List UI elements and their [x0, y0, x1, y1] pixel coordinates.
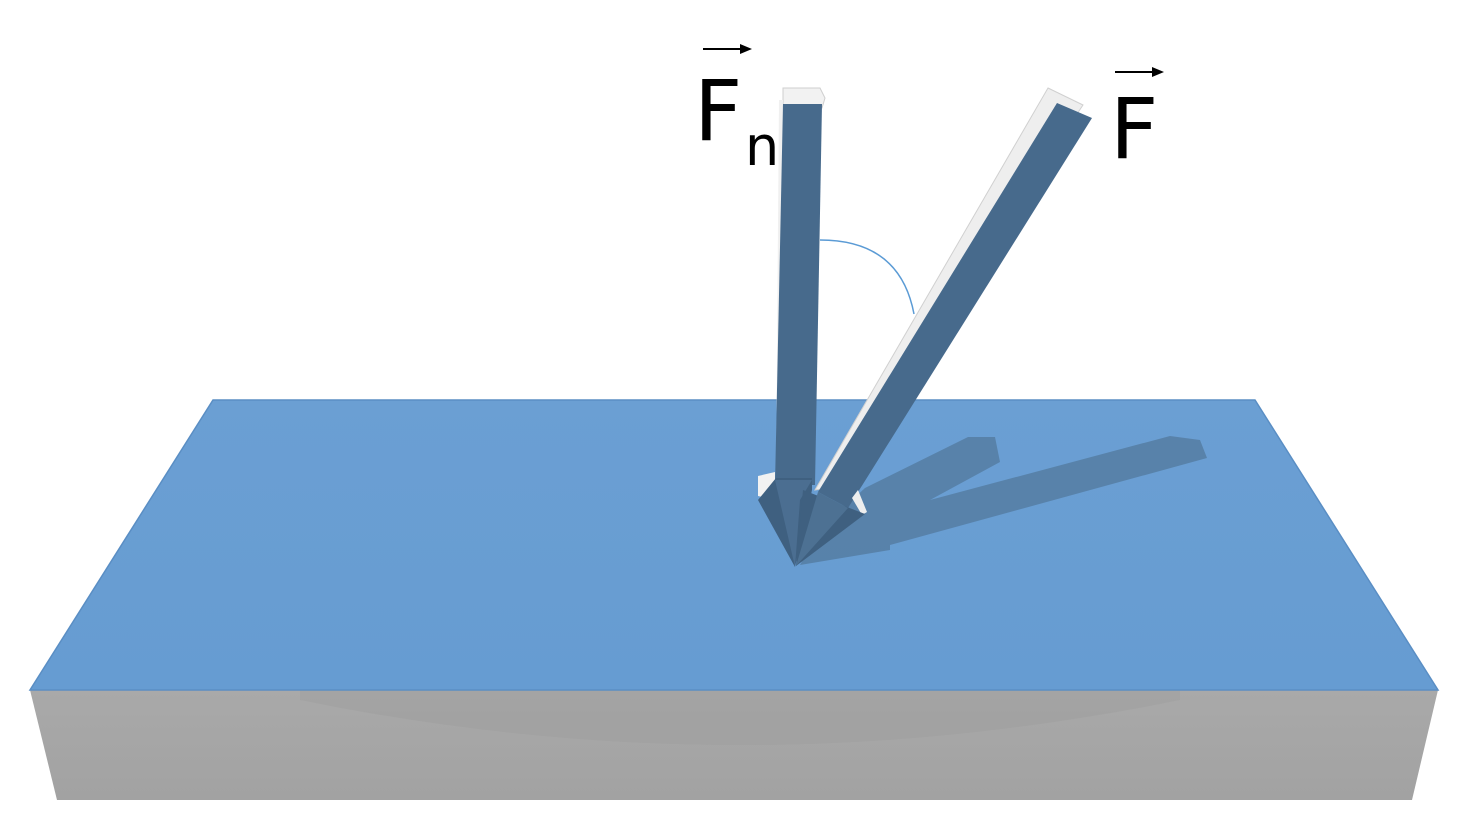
applied-force-arrow — [796, 87, 1092, 566]
vector-arrowhead-icon — [1152, 67, 1164, 77]
normal-force-subscript: n — [745, 115, 779, 178]
slab-side-face — [30, 690, 1438, 800]
normal-force-symbol: F — [694, 62, 742, 160]
applied-force-shadow — [800, 436, 1207, 565]
vector-arrowhead-icon — [740, 44, 752, 54]
applied-force-label: F — [1110, 67, 1164, 178]
slab-side-shading — [300, 690, 1180, 745]
applied-force-symbol: F — [1110, 80, 1158, 178]
slab-top-face — [28, 399, 1440, 691]
angle-arc — [819, 239, 915, 315]
normal-force-label: F n — [694, 44, 779, 178]
